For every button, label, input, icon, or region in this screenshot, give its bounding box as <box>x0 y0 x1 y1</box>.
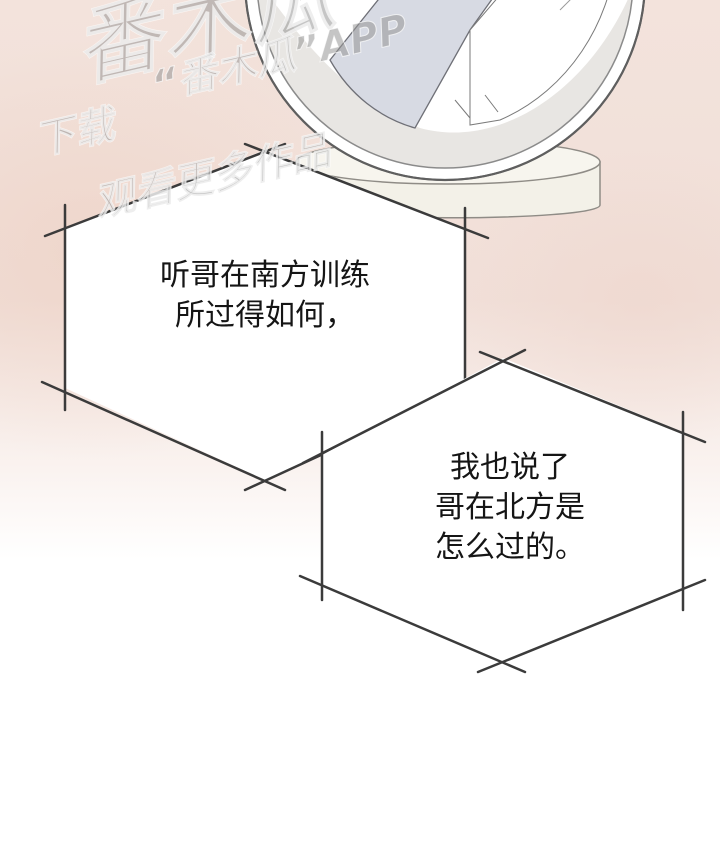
speech-bubble-2-frame <box>298 348 707 674</box>
round-mirror <box>244 0 646 182</box>
speech-bubble-1-text: 听哥在南方训练 所过得如何， <box>130 256 400 336</box>
speech-bubble-2-text: 我也说了 哥在北方是 怎么过的。 <box>395 448 625 568</box>
speech-line: 听哥在南方训练 <box>160 258 370 293</box>
speech-line: 所过得如何， <box>175 298 355 333</box>
speech-line: 我也说了 <box>450 450 570 485</box>
speech-line: 哥在北方是 <box>435 490 585 525</box>
speech-line: 怎么过的。 <box>435 530 585 565</box>
